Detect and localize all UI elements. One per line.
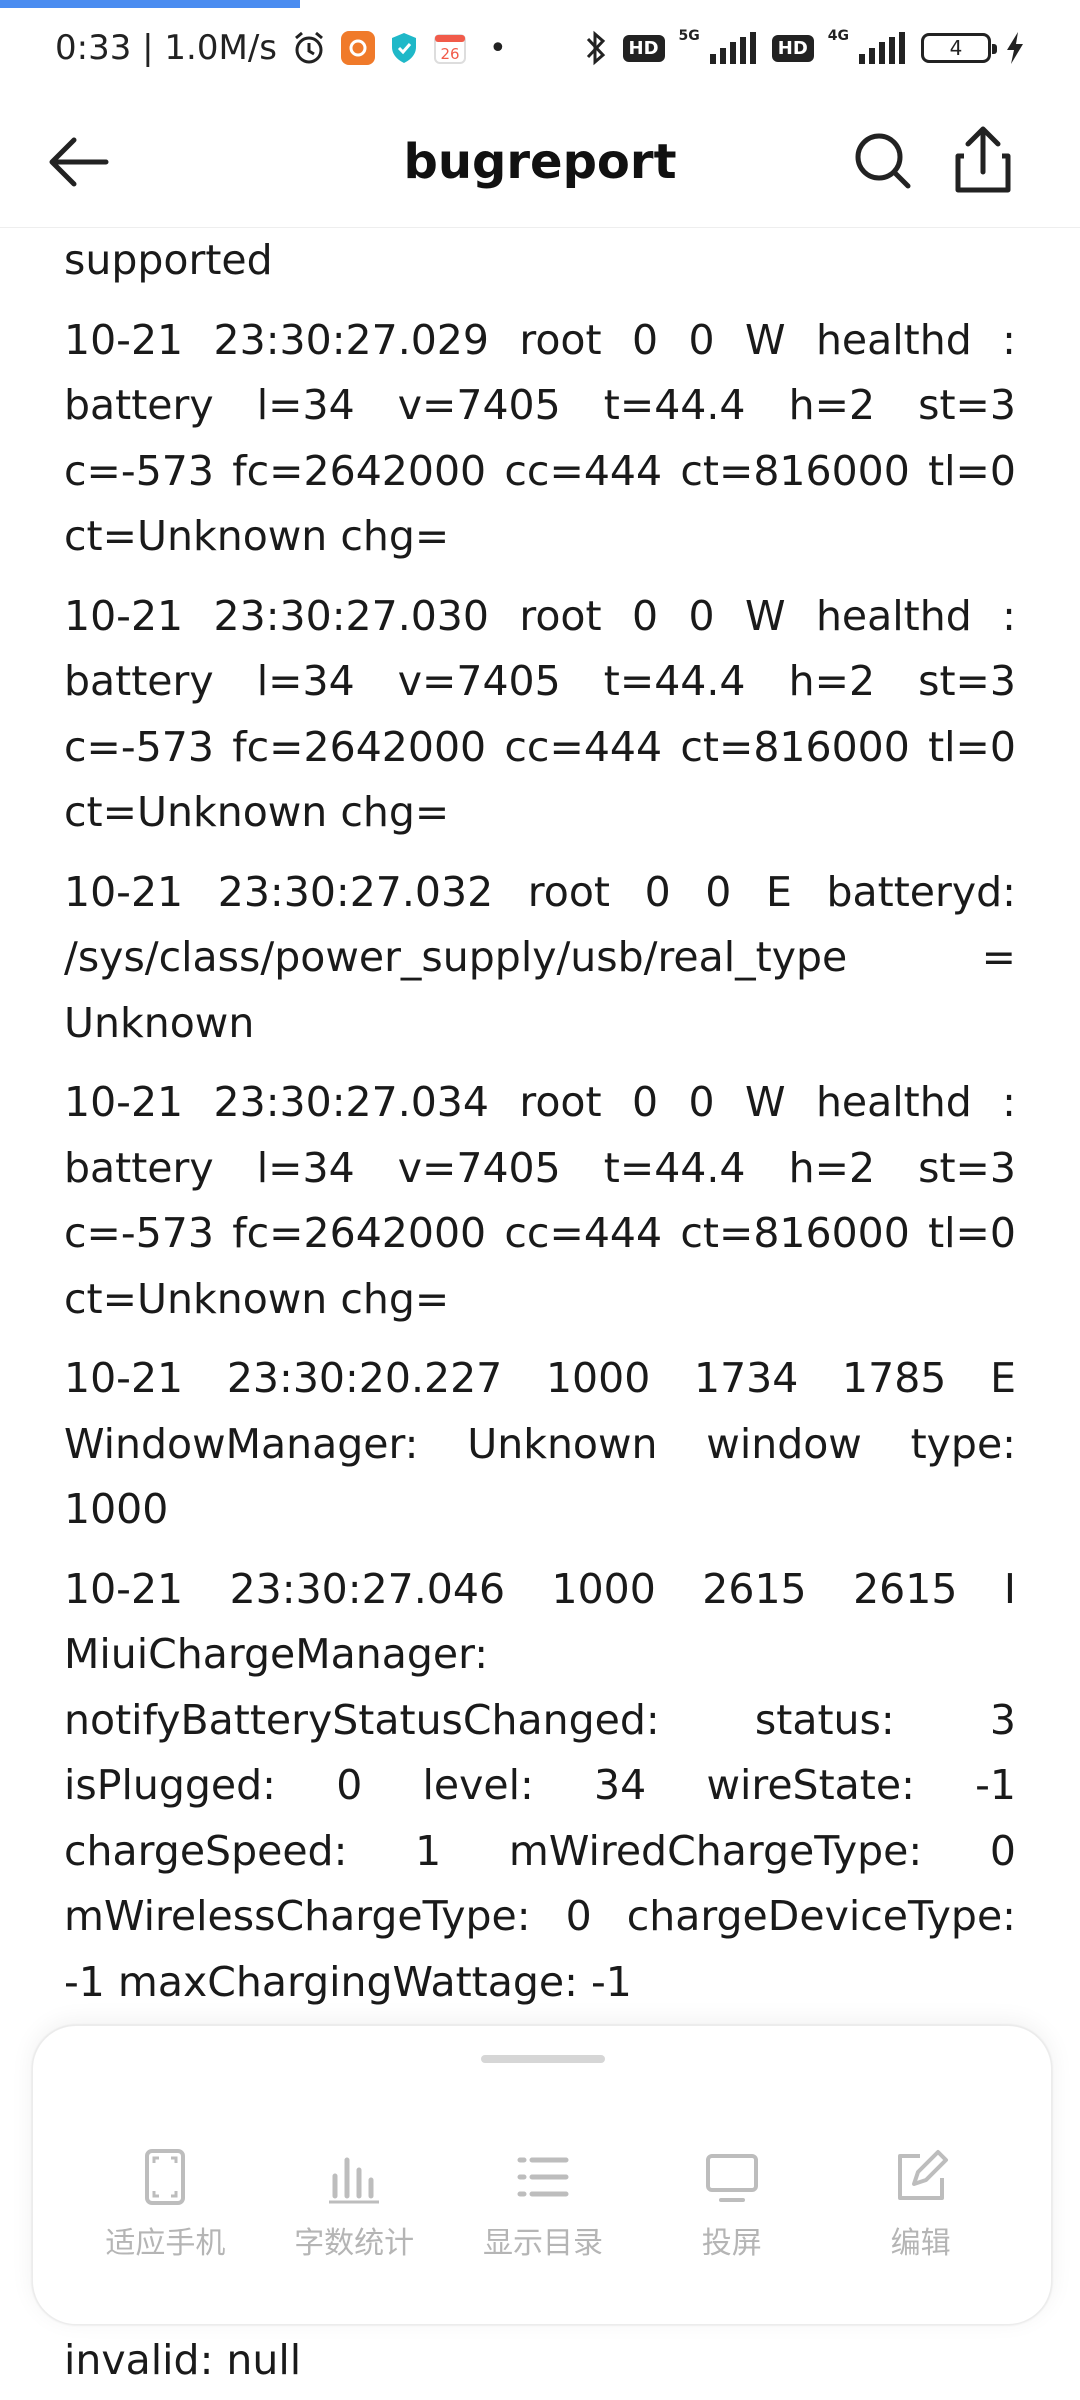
fit-phone-button[interactable]: 适应手机	[71, 2146, 260, 2262]
title-bar: bugreport	[0, 96, 1080, 228]
sheet-drag-handle[interactable]	[481, 2055, 605, 2063]
back-button[interactable]	[44, 132, 114, 192]
network-type-1: 5G	[678, 28, 700, 44]
bar-chart-icon	[329, 2157, 380, 2204]
calendar-icon: 26	[433, 31, 467, 65]
search-icon	[855, 133, 911, 189]
action-label: 字数统计	[294, 2226, 415, 2261]
alarm-icon	[291, 30, 327, 66]
action-label: 适应手机	[105, 2226, 226, 2261]
app-icon	[341, 31, 375, 65]
word-count-button[interactable]: 字数统计	[260, 2146, 449, 2262]
fit-screen-icon	[145, 2149, 186, 2205]
signal-icon	[708, 32, 758, 64]
list-icon	[517, 2157, 569, 2197]
sheet-actions: 适应手机 字数统计 显示目录 投屏 编辑	[33, 2146, 1053, 2262]
log-entry: 10-21 23:30:20.227 1000 1734 1785 E Wind…	[64, 1354, 1016, 1533]
hd-badge-2: HD	[771, 34, 814, 62]
hd-badge-1: HD	[622, 34, 665, 62]
network-type-2: 4G	[827, 28, 849, 44]
status-bar: 0:33 | 1.0M/s 26 • HD 5G HD	[0, 0, 1080, 96]
edit-button[interactable]: 编辑	[826, 2146, 1015, 2262]
signal-icon-2	[857, 32, 907, 64]
share-icon	[955, 126, 1011, 193]
battery-icon: 4	[921, 33, 997, 63]
back-arrow-icon	[49, 137, 109, 187]
log-entry: 10-21 23:30:27.034 root 0 0 W healthd : …	[64, 1078, 1016, 1323]
monitor-icon	[705, 2154, 758, 2202]
search-button[interactable]	[848, 126, 918, 196]
log-entry: 10-21 23:30:27.029 root 0 0 W healthd : …	[64, 315, 1016, 561]
share-button[interactable]	[948, 122, 1018, 198]
cast-screen-button[interactable]: 投屏	[637, 2146, 826, 2262]
status-right: HD 5G HD 4G 4	[583, 28, 1026, 67]
bottom-sheet: 适应手机 字数统计 显示目录 投屏 编辑	[32, 2025, 1052, 2325]
status-time-speed: 0:33 | 1.0M/s	[55, 28, 277, 68]
log-trailing-line: invalid: null	[64, 2336, 302, 2384]
calendar-badge-text: 26	[440, 45, 459, 63]
edit-icon	[897, 2150, 948, 2200]
log-entry: 10-21 23:30:27.046 1000 2615 2615 I Miui…	[64, 1564, 1016, 2006]
action-label: 编辑	[890, 2226, 951, 2261]
action-label: 投屏	[701, 2226, 762, 2261]
log-prefix-line: supported	[64, 236, 273, 284]
more-dot-icon: •	[489, 30, 507, 66]
show-toc-button[interactable]: 显示目录	[449, 2146, 638, 2262]
status-left: 0:33 | 1.0M/s 26 •	[55, 28, 507, 68]
battery-level: 4	[949, 36, 963, 60]
action-label: 显示目录	[482, 2226, 603, 2261]
log-entry: 10-21 23:30:27.030 root 0 0 W healthd : …	[64, 591, 1016, 837]
bluetooth-icon	[583, 29, 609, 67]
log-entry: 10-21 23:30:27.032 root 0 0 E batteryd: …	[64, 867, 1016, 1047]
charging-icon	[1005, 31, 1025, 65]
shield-icon	[389, 31, 419, 65]
loading-progress-bar	[0, 0, 300, 8]
page-title: bugreport	[403, 133, 677, 190]
log-content[interactable]: supported 10-21 23:30:27.029 root 0 0 W …	[64, 228, 1016, 2400]
